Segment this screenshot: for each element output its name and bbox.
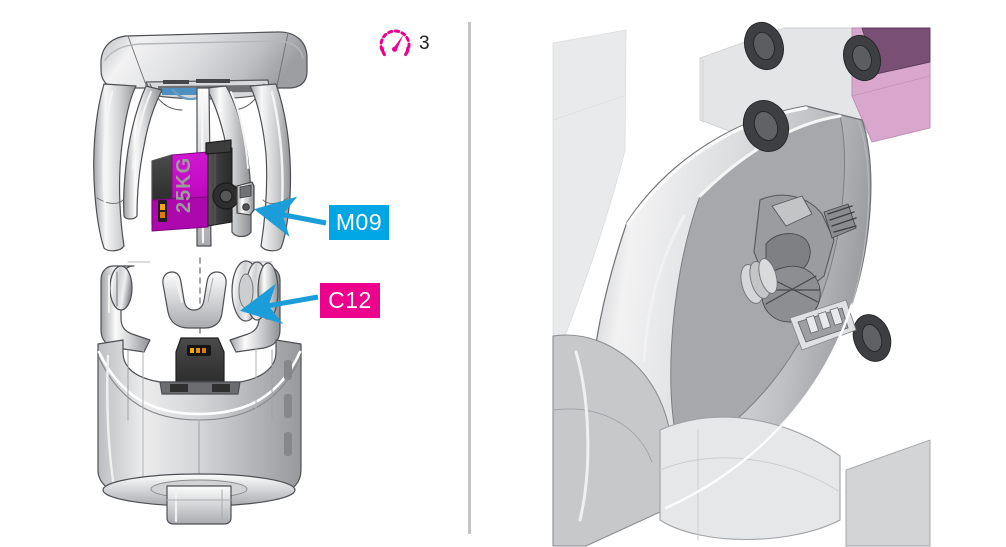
panel-divider — [468, 22, 471, 534]
isometric-detail-render — [552, 21, 931, 547]
servo-marking: 25KG — [173, 157, 195, 213]
step-number: 3 — [419, 32, 430, 54]
step-indicator: 3 — [378, 26, 430, 60]
callout-arrow-m09 — [254, 196, 327, 237]
callout-c12[interactable]: C12 — [320, 283, 380, 318]
front-elevation-assembly-view: 25KG — [93, 31, 308, 263]
servo-part: 25KG — [151, 139, 255, 232]
callout-arrow-c12 — [240, 283, 319, 324]
gauge-icon — [379, 29, 411, 57]
top-plan-assembly-view — [97, 257, 302, 525]
callout-m09[interactable]: M09 — [329, 205, 389, 240]
shaft-coupler — [740, 258, 778, 304]
callout-arrows — [240, 196, 327, 324]
bearing-stack — [231, 260, 279, 322]
